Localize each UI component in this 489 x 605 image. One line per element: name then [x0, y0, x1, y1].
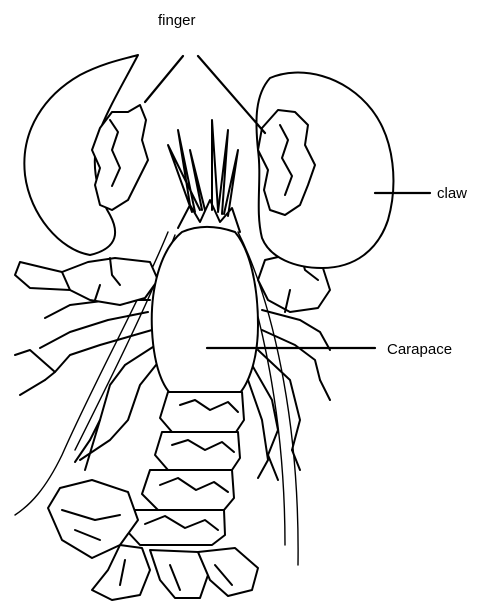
label-finger: finger — [158, 13, 196, 28]
finger-leader-left — [145, 56, 183, 102]
finger-leader-right — [198, 56, 265, 133]
carapace — [152, 227, 258, 400]
antennules — [168, 120, 238, 216]
label-claw: claw — [437, 186, 467, 201]
left-walking-legs — [15, 300, 160, 470]
label-carapace: Carapace — [387, 342, 452, 357]
right-walking-legs — [248, 310, 330, 480]
abdomen — [126, 392, 244, 545]
